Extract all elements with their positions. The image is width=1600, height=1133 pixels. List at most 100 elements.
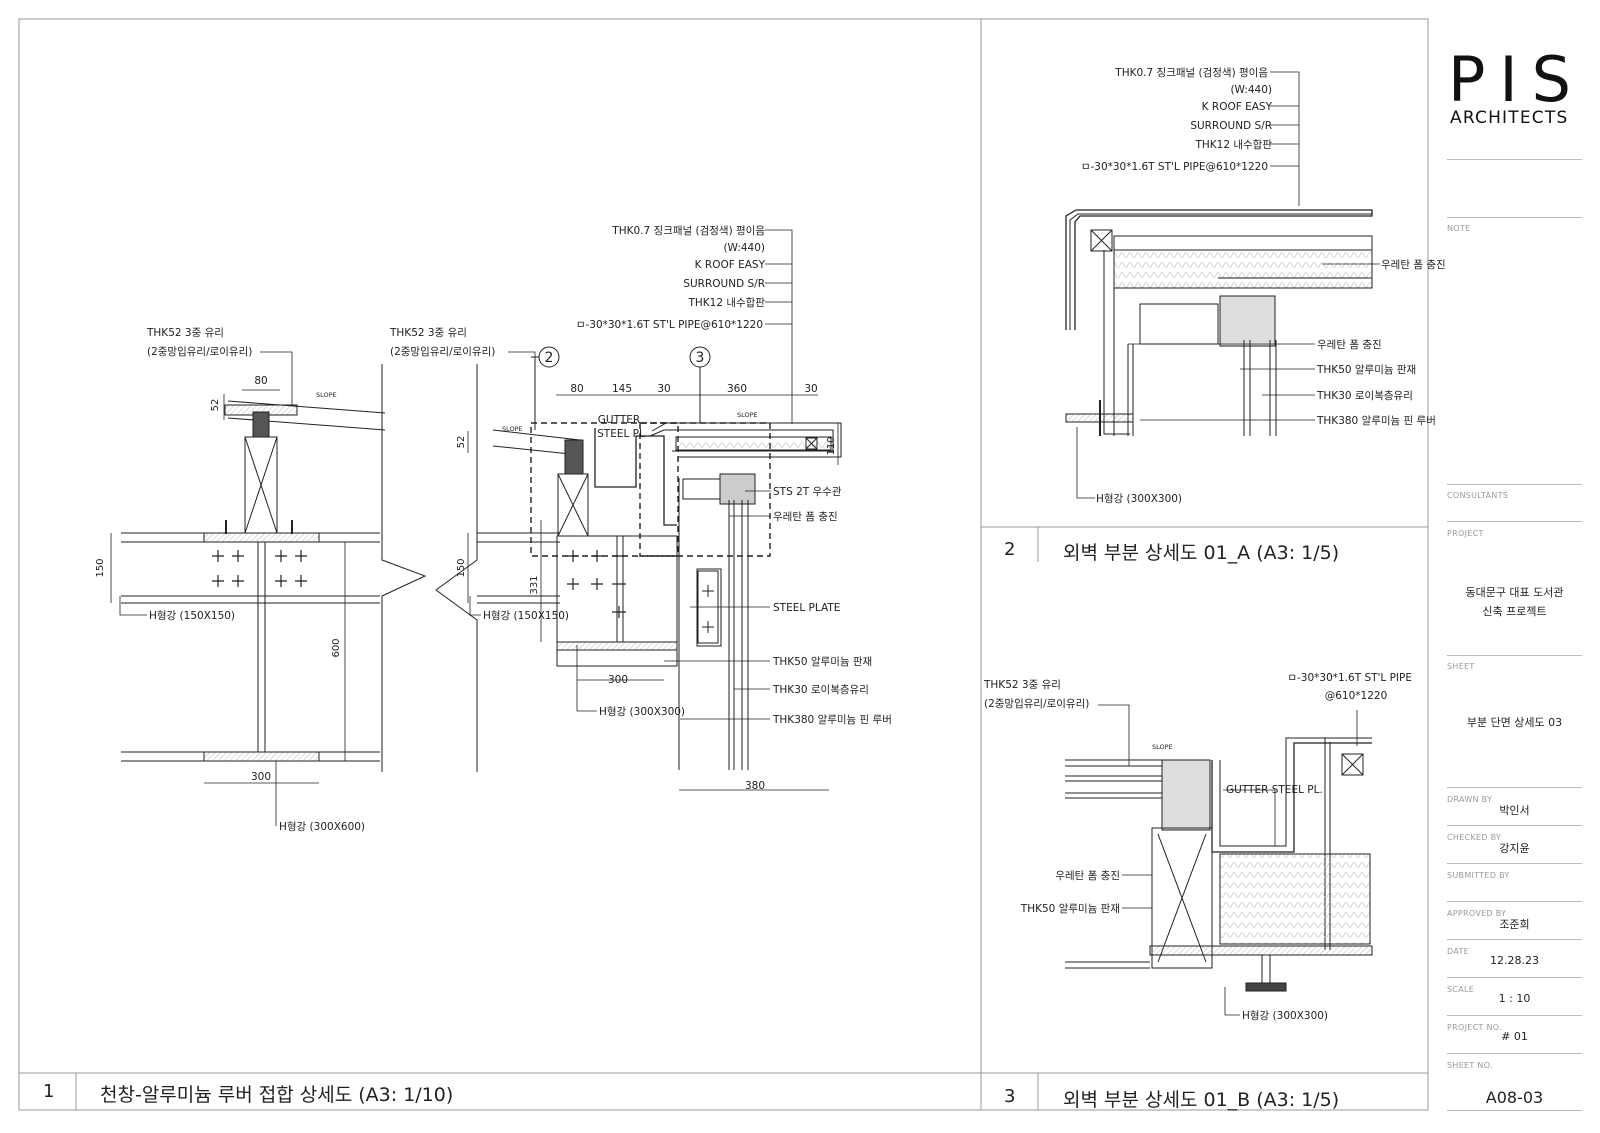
detail-3-title: 외벽 부분 상세도 01_B (A3: 1/5) [1063, 1089, 1340, 1111]
label-h300x300: H형강 (300X300) [599, 706, 685, 718]
dimension-lines [110, 389, 839, 791]
label-urethane: 우레탄 폼 충진 [773, 511, 838, 523]
detail-2-number: 2 [1004, 539, 1016, 560]
detail-3-number: 3 [1004, 1086, 1016, 1107]
checked-by-label: CHECKED BY [1447, 833, 1502, 842]
label-glass-mid-2: (2중망입유리/로이유리) [390, 345, 495, 358]
submitted-by-label: SUBMITTED BY [1447, 871, 1510, 880]
callout-2: 2 [545, 350, 554, 366]
dim-30-a: 30 [657, 383, 670, 395]
label-h150-mid: H형강 (150X150) [483, 610, 569, 622]
date-label: DATE [1447, 947, 1470, 956]
dim-30-b: 30 [804, 383, 817, 395]
label-h300x600: H형강 (300X600) [279, 821, 365, 833]
label-louver: THK380 알루미늄 핀 루버 [772, 714, 892, 726]
d2-label-roof-2: (W:440) [1230, 84, 1272, 96]
d3-label-glass-1: THK52 3중 유리 [983, 679, 1061, 691]
label-glass-mid-1: THK52 3중 유리 [389, 327, 467, 339]
detail-3 [1065, 704, 1373, 1016]
slope-label-a: SLOPE [316, 391, 337, 399]
scale-label: SCALE [1447, 985, 1475, 994]
leader-lines [119, 229, 793, 826]
sheet-label: SHEET [1447, 662, 1475, 671]
sheet-no-value: A08-03 [1485, 1088, 1544, 1107]
d3-label-pipe-2: @610*1220 [1325, 690, 1388, 702]
label-alu-panel: THK50 알루미늄 판재 [772, 656, 872, 668]
sheet-value: 부분 단면 상세도 03 [1466, 716, 1563, 729]
label-roof-6: ㅁ-30*30*1.6T ST'L PIPE@610*1220 [576, 319, 763, 331]
d3-label-pipe-1: ㅁ-30*30*1.6T ST'L PIPE [1287, 672, 1412, 684]
d2-label-urethane-b: 우레탄 폼 충진 [1317, 339, 1382, 351]
label-roof-2: (W:440) [723, 242, 765, 254]
sheet-no-label: SHEET NO. [1447, 1061, 1493, 1070]
note-label: NOTE [1447, 224, 1471, 233]
dim-150-mid: 150 [456, 558, 467, 577]
dim-80-mid: 80 [570, 383, 583, 395]
project-name-line-1: 동대문구 대표 도서관 [1465, 586, 1564, 599]
d2-label-roof-5: THK12 내수합판 [1194, 139, 1272, 151]
d3-slope-label: SLOPE [1152, 743, 1173, 751]
h-beam-middle [435, 364, 842, 772]
label-low-e: THK30 로이복층유리 [772, 684, 869, 696]
callout-3: 3 [696, 350, 705, 366]
dim-52-left: 52 [210, 399, 221, 412]
label-roof-3: K ROOF EASY [695, 259, 766, 271]
d2-label-roof-3: K ROOF EASY [1202, 101, 1273, 113]
detail-1-number: 1 [43, 1081, 55, 1102]
d2-label-alu-panel: THK50 알루미늄 판재 [1316, 364, 1416, 376]
dim-52-mid: 52 [456, 436, 467, 449]
label-roof-4: SURROUND S/R [683, 278, 765, 290]
detail-2 [1065, 71, 1380, 499]
checked-by-value: 강지윤 [1499, 842, 1530, 855]
approved-by-label: APPROVED BY [1447, 909, 1507, 918]
firm-logo-main: PIS [1448, 43, 1586, 116]
slope-label-b: SLOPE [502, 425, 523, 433]
d3-label-urethane: 우레탄 폼 충진 [1055, 870, 1120, 882]
dim-331: 331 [529, 575, 540, 594]
dim-110: 110 [826, 436, 837, 455]
d2-label-louver: THK380 알루미늄 핀 루버 [1316, 415, 1436, 427]
d2-label-roof-1: THK0.7 징크패널 (검정색) 평이음 [1114, 67, 1268, 79]
d3-label-h300: H형강 (300X300) [1242, 1010, 1328, 1022]
d3-label-glass-2: (2중망입유리/로이유리) [984, 697, 1089, 710]
d3-label-gutter: GUTTER STEEL PL. [1226, 784, 1323, 796]
drawn-by-value: 박인서 [1499, 804, 1530, 817]
consultants-label: CONSULTANTS [1447, 491, 1509, 500]
label-glass-left-1: THK52 3중 유리 [146, 327, 224, 339]
label-sts: STS 2T 우수관 [773, 486, 842, 498]
approved-by-value: 조준희 [1499, 918, 1530, 931]
drawn-by-label: DRAWN BY [1447, 795, 1493, 804]
label-roof-1: THK0.7 징크패널 (검정색) 평이음 [611, 225, 765, 237]
dim-300-mid: 300 [608, 674, 628, 686]
scale-value: 1 : 10 [1498, 992, 1531, 1005]
label-h150-left: H형강 (150X150) [149, 610, 235, 622]
detail-1-title: 천창-알루미늄 루버 접합 상세도 (A3: 1/10) [100, 1084, 454, 1106]
label-gutter-2: STEEL PL [597, 428, 645, 440]
d2-label-h300: H형강 (300X300) [1096, 493, 1182, 505]
dim-360: 360 [727, 383, 747, 395]
dim-150-left: 150 [95, 558, 106, 577]
dim-145: 145 [612, 383, 632, 395]
project-label: PROJECT [1447, 529, 1484, 538]
sheet-frame [18, 18, 1429, 1111]
label-roof-5: THK12 내수합판 [687, 297, 765, 309]
date-value: 12.28.23 [1490, 954, 1539, 967]
project-no-value: # 01 [1501, 1030, 1528, 1043]
dim-380: 380 [745, 780, 765, 792]
label-gutter-1: GUTTER [598, 414, 640, 426]
leader-lines-d3 [1098, 704, 1358, 1016]
d2-label-roof-6: ㅁ-30*30*1.6T ST'L PIPE@610*1220 [1081, 161, 1268, 173]
label-steel-plate: STEEL PLATE [773, 602, 840, 614]
h-beam-left [121, 364, 427, 772]
detail-1 [110, 229, 842, 826]
project-name-line-2: 신축 프로젝트 [1482, 605, 1547, 618]
project-no-label: PROJECT NO. [1447, 1023, 1502, 1032]
dim-80-left: 80 [254, 375, 267, 387]
detail-2-title: 외벽 부분 상세도 01_A (A3: 1/5) [1063, 542, 1340, 564]
d2-label-urethane-a: 우레탄 폼 충진 [1381, 259, 1446, 271]
label-glass-left-2: (2중망입유리/로이유리) [147, 345, 252, 358]
dim-300-left: 300 [251, 771, 271, 783]
dim-600: 600 [331, 638, 342, 657]
